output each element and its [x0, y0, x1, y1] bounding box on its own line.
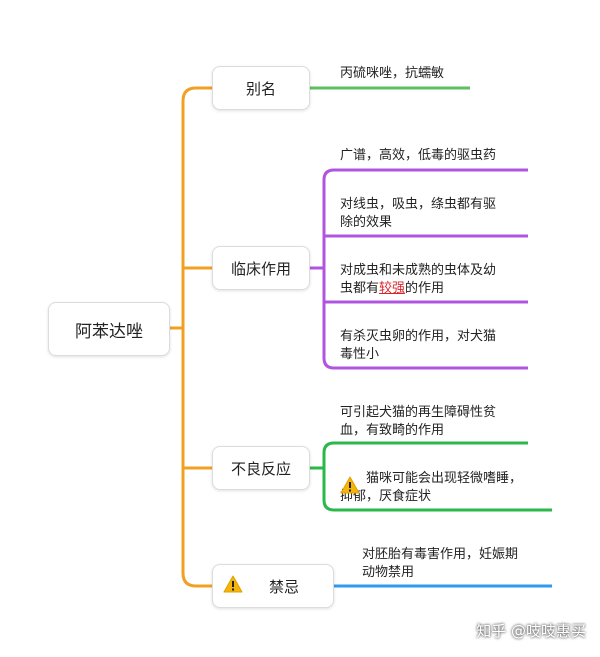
branch-adverse[interactable]: 不良反应 — [212, 446, 310, 490]
warning-icon — [223, 575, 243, 597]
clinical-leaf-1: 广谱，高效，低毒的驱虫药 — [340, 148, 497, 163]
trunk-connectors — [170, 86, 212, 588]
branch-clinical-label: 临床作用 — [230, 259, 291, 278]
branch-contraindication[interactable]: 禁忌 — [212, 564, 334, 608]
root-label: 阿苯达唑 — [75, 321, 143, 342]
clinical-connectors — [310, 168, 528, 370]
branch-clinical[interactable]: 临床作用 — [212, 246, 310, 290]
highlighted-text: 较强 — [379, 281, 406, 296]
clinical-leaf-3: 对成虫和未成熟的虫体及幼 虫都有较强的作用 — [340, 263, 497, 296]
root-node[interactable]: 阿苯达唑 — [48, 302, 170, 356]
contraindication-leaf-1: 对胚胎有毒害作用，妊娠期 动物禁用 — [362, 547, 519, 580]
clinical-leaf-4: 有杀灭虫卵的作用，对犬猫 毒性小 — [340, 329, 497, 362]
adverse-leaf-1: 可引起犬猫的再生障碍性贫 血，有致畸的作用 — [340, 405, 497, 438]
adverse-connectors — [310, 441, 552, 512]
warning-icon — [340, 476, 360, 500]
alias-leaf-1: 丙硫咪唑，抗蠕敏 — [340, 66, 445, 81]
adverse-leaf-2: 猫咪可能会出现轻微嗜睡， 抑郁，厌食症状 — [340, 471, 523, 504]
clinical-leaf-2: 对线虫，吸虫，绦虫都有驱 除的效果 — [340, 197, 497, 230]
branch-alias[interactable]: 别名 — [212, 66, 310, 110]
branch-adverse-label: 不良反应 — [230, 459, 291, 478]
branch-alias-label: 别名 — [245, 79, 276, 98]
watermark: 知乎 @吱吱惠买 — [476, 622, 586, 640]
branch-contraindication-label: 禁忌 — [269, 577, 300, 596]
